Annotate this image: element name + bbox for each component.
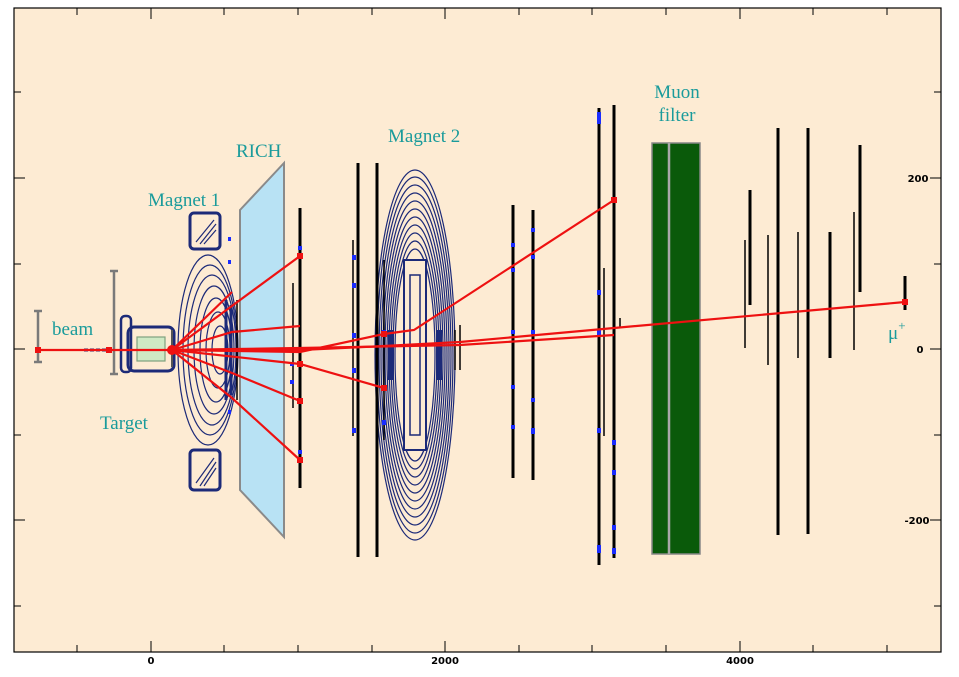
y-axis-ticks — [14, 91, 941, 607]
y-tick-label-200: 200 — [908, 174, 929, 185]
y-tick-label-minus200: -200 — [904, 516, 929, 527]
x-tick-label-4000: 4000 — [726, 656, 754, 667]
label-muon-filter-line1: Muon — [654, 82, 700, 103]
label-muon-filter-line2: filter — [659, 105, 697, 126]
x-tick-label-2000: 2000 — [431, 656, 459, 667]
beam-telescope — [34, 269, 118, 376]
track-markers — [35, 197, 908, 463]
plot-frame — [13, 7, 942, 653]
muon-symbol: μ — [888, 323, 898, 344]
y-tick-label-0: 0 — [917, 345, 924, 356]
detector-hits — [228, 112, 616, 554]
x-tick-label-0: 0 — [148, 656, 155, 667]
muon-charge: + — [898, 318, 905, 333]
label-magnet-2: Magnet 2 — [388, 126, 460, 147]
muon-filter — [651, 142, 701, 555]
label-beam: beam — [52, 319, 93, 340]
label-target: Target — [100, 413, 149, 434]
magnet-2 — [374, 169, 456, 541]
label-muon-particle: μ+ — [888, 318, 906, 344]
label-rich: RICH — [236, 141, 282, 162]
label-magnet-1: Magnet 1 — [148, 190, 220, 211]
x-axis-ticks — [76, 8, 888, 652]
